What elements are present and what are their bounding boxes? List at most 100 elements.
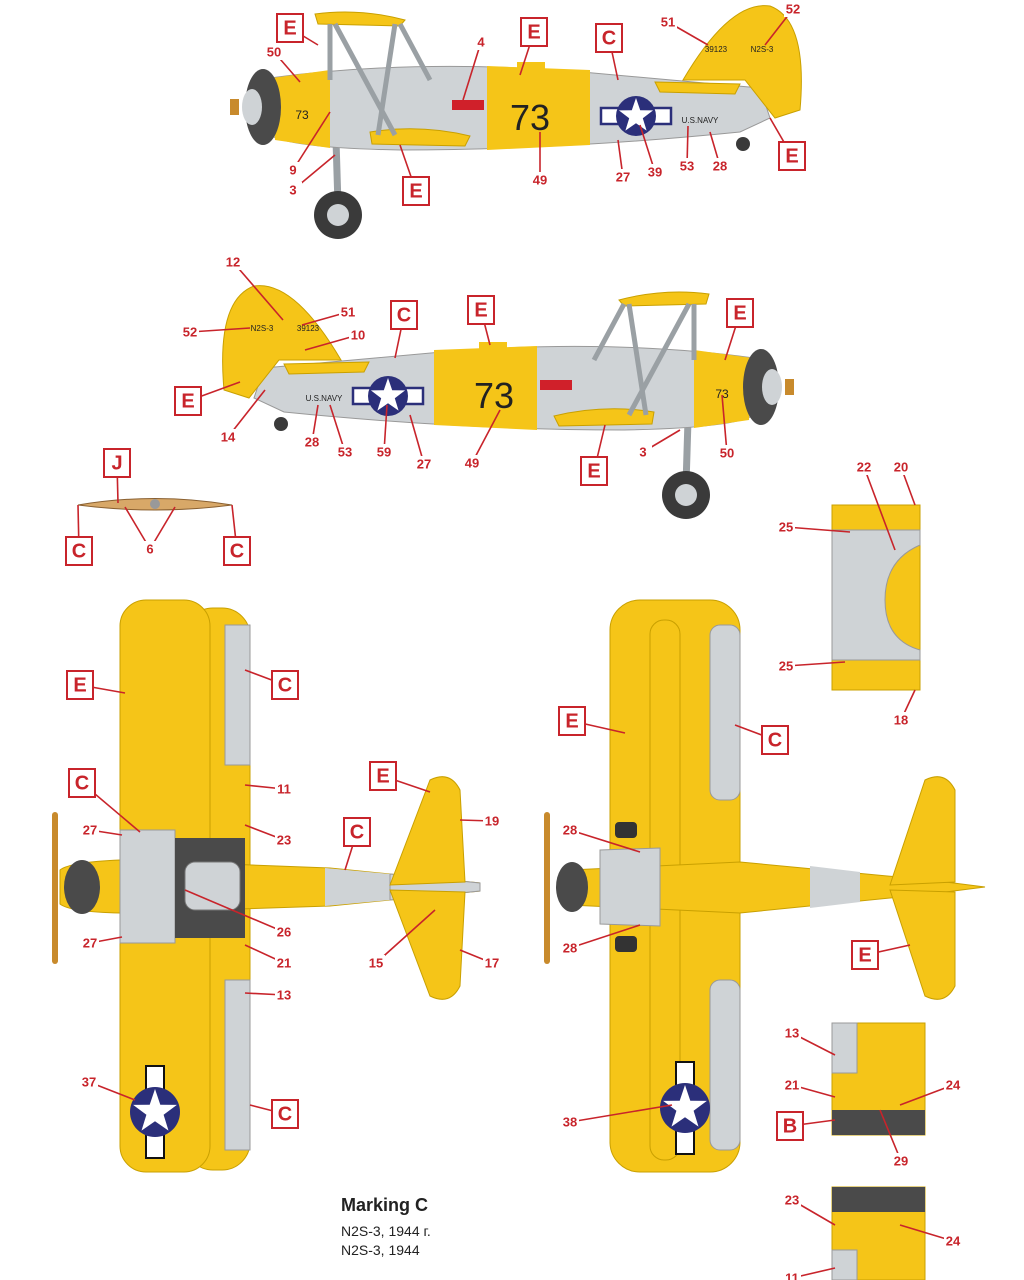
label-background [531, 172, 549, 188]
color-code-letter: E [181, 390, 194, 412]
callout-detail-wing: 21 [783, 1077, 836, 1098]
label-background [303, 434, 321, 450]
label-background [561, 940, 579, 956]
color-code-letter: C [397, 304, 411, 326]
color-code-box [66, 670, 94, 700]
callout-detail-center: 25 [777, 519, 851, 535]
callout-side-right: E [467, 295, 495, 346]
color-code-letter: C [350, 821, 364, 843]
decal-number: 18 [894, 712, 908, 727]
callout-side-right: 10 [304, 327, 367, 351]
callout-side-left: 39 [639, 124, 664, 180]
decal-number: 11 [785, 1270, 799, 1280]
decal-number: 51 [341, 304, 355, 319]
callout-side-right: 12 [224, 254, 284, 321]
callout-detail-wing: 24 [899, 1224, 962, 1249]
callout-side-right: 53 [329, 404, 354, 460]
callout-detail-center: 22 [855, 459, 896, 551]
label-background [783, 1270, 801, 1280]
callout-top-view: 19 [459, 813, 501, 829]
type-code-left: N2S-3 [751, 45, 774, 54]
color-code-letter: E [73, 674, 86, 696]
callout-top-view: 17 [459, 949, 501, 971]
decal-number: 14 [221, 429, 236, 444]
leader-line [471, 409, 501, 464]
decal-number: 11 [277, 781, 291, 796]
leader-line [184, 889, 285, 933]
decal-number: 28 [305, 434, 319, 449]
callout-top-view: 13 [244, 987, 293, 1003]
callout-side-right: 28 [303, 404, 321, 450]
decal-number: 39 [648, 164, 662, 179]
cowl-number-left: 73 [295, 108, 309, 122]
decal-number: 52 [786, 1, 800, 16]
callout-detail-center: 20 [892, 459, 916, 506]
leader-line [375, 909, 436, 964]
label-background [284, 182, 302, 198]
label-background [81, 822, 99, 838]
callout-bottom-view: 28 [561, 822, 641, 853]
callout-bottom-view: C [734, 724, 789, 755]
color-code-box [369, 761, 397, 791]
callout-detail-wing: B [776, 1111, 836, 1141]
color-code-box [520, 17, 548, 47]
decal-number: 3 [289, 182, 296, 197]
decal-number: 4 [477, 34, 485, 49]
color-code-box [778, 141, 806, 171]
decal-number: 3 [639, 444, 646, 459]
label-background [275, 987, 293, 1003]
callout-side-right: 49 [463, 409, 501, 471]
decal-number: 19 [485, 813, 499, 828]
label-background [892, 459, 910, 475]
color-code-box [390, 300, 418, 330]
detail-center-section [831, 504, 921, 691]
label-background [646, 164, 664, 180]
decal-number: 27 [83, 935, 97, 950]
label-background [463, 455, 481, 471]
decal-number: 37 [82, 1074, 96, 1089]
label-background [219, 429, 237, 445]
fuselage-number-right: 73 [474, 375, 514, 416]
color-code-letter: J [111, 452, 122, 474]
decal-number: 20 [894, 459, 908, 474]
color-code-box [580, 456, 608, 486]
label-background [181, 324, 199, 340]
color-code-letter: E [587, 460, 600, 482]
color-code-letter: C [230, 540, 244, 562]
callout-bottom-view: 28 [561, 924, 641, 956]
callout-top-view: 23 [244, 824, 293, 848]
label-background [265, 44, 283, 60]
label-background [614, 169, 632, 185]
callout-side-left: 52 [764, 1, 802, 46]
decal-number: 38 [563, 1114, 577, 1129]
decal-number: 23 [277, 832, 291, 847]
label-background [659, 14, 677, 30]
callout-top-view: 37 [80, 1074, 136, 1101]
callout-top-view: C [244, 669, 299, 700]
callout-side-right: 3 [634, 429, 681, 460]
callout-propeller: 6 [124, 506, 176, 557]
leader-line [569, 924, 641, 949]
cowl-number-right: 73 [715, 387, 729, 401]
label-background [275, 781, 293, 797]
decal-number: 21 [785, 1077, 799, 1092]
callout-side-left: 53 [678, 125, 696, 174]
decal-number: 13 [785, 1025, 799, 1040]
callout-side-right: E [174, 381, 241, 416]
navy-text-left: U.S.NAVY [682, 116, 719, 125]
callout-detail-wing: 23 [783, 1192, 836, 1226]
label-background [783, 1025, 801, 1041]
label-background [415, 456, 433, 472]
callout-top-view: 26 [184, 889, 293, 940]
callout-side-left: C [595, 23, 623, 81]
callout-side-left: E [276, 13, 319, 46]
decal-number: 27 [417, 456, 431, 471]
label-background [472, 34, 490, 50]
color-code-box [402, 176, 430, 206]
callout-detail-center: 18 [892, 689, 916, 728]
leader-line [721, 394, 728, 454]
decal-number: 21 [277, 955, 291, 970]
leader-line [785, 526, 851, 533]
